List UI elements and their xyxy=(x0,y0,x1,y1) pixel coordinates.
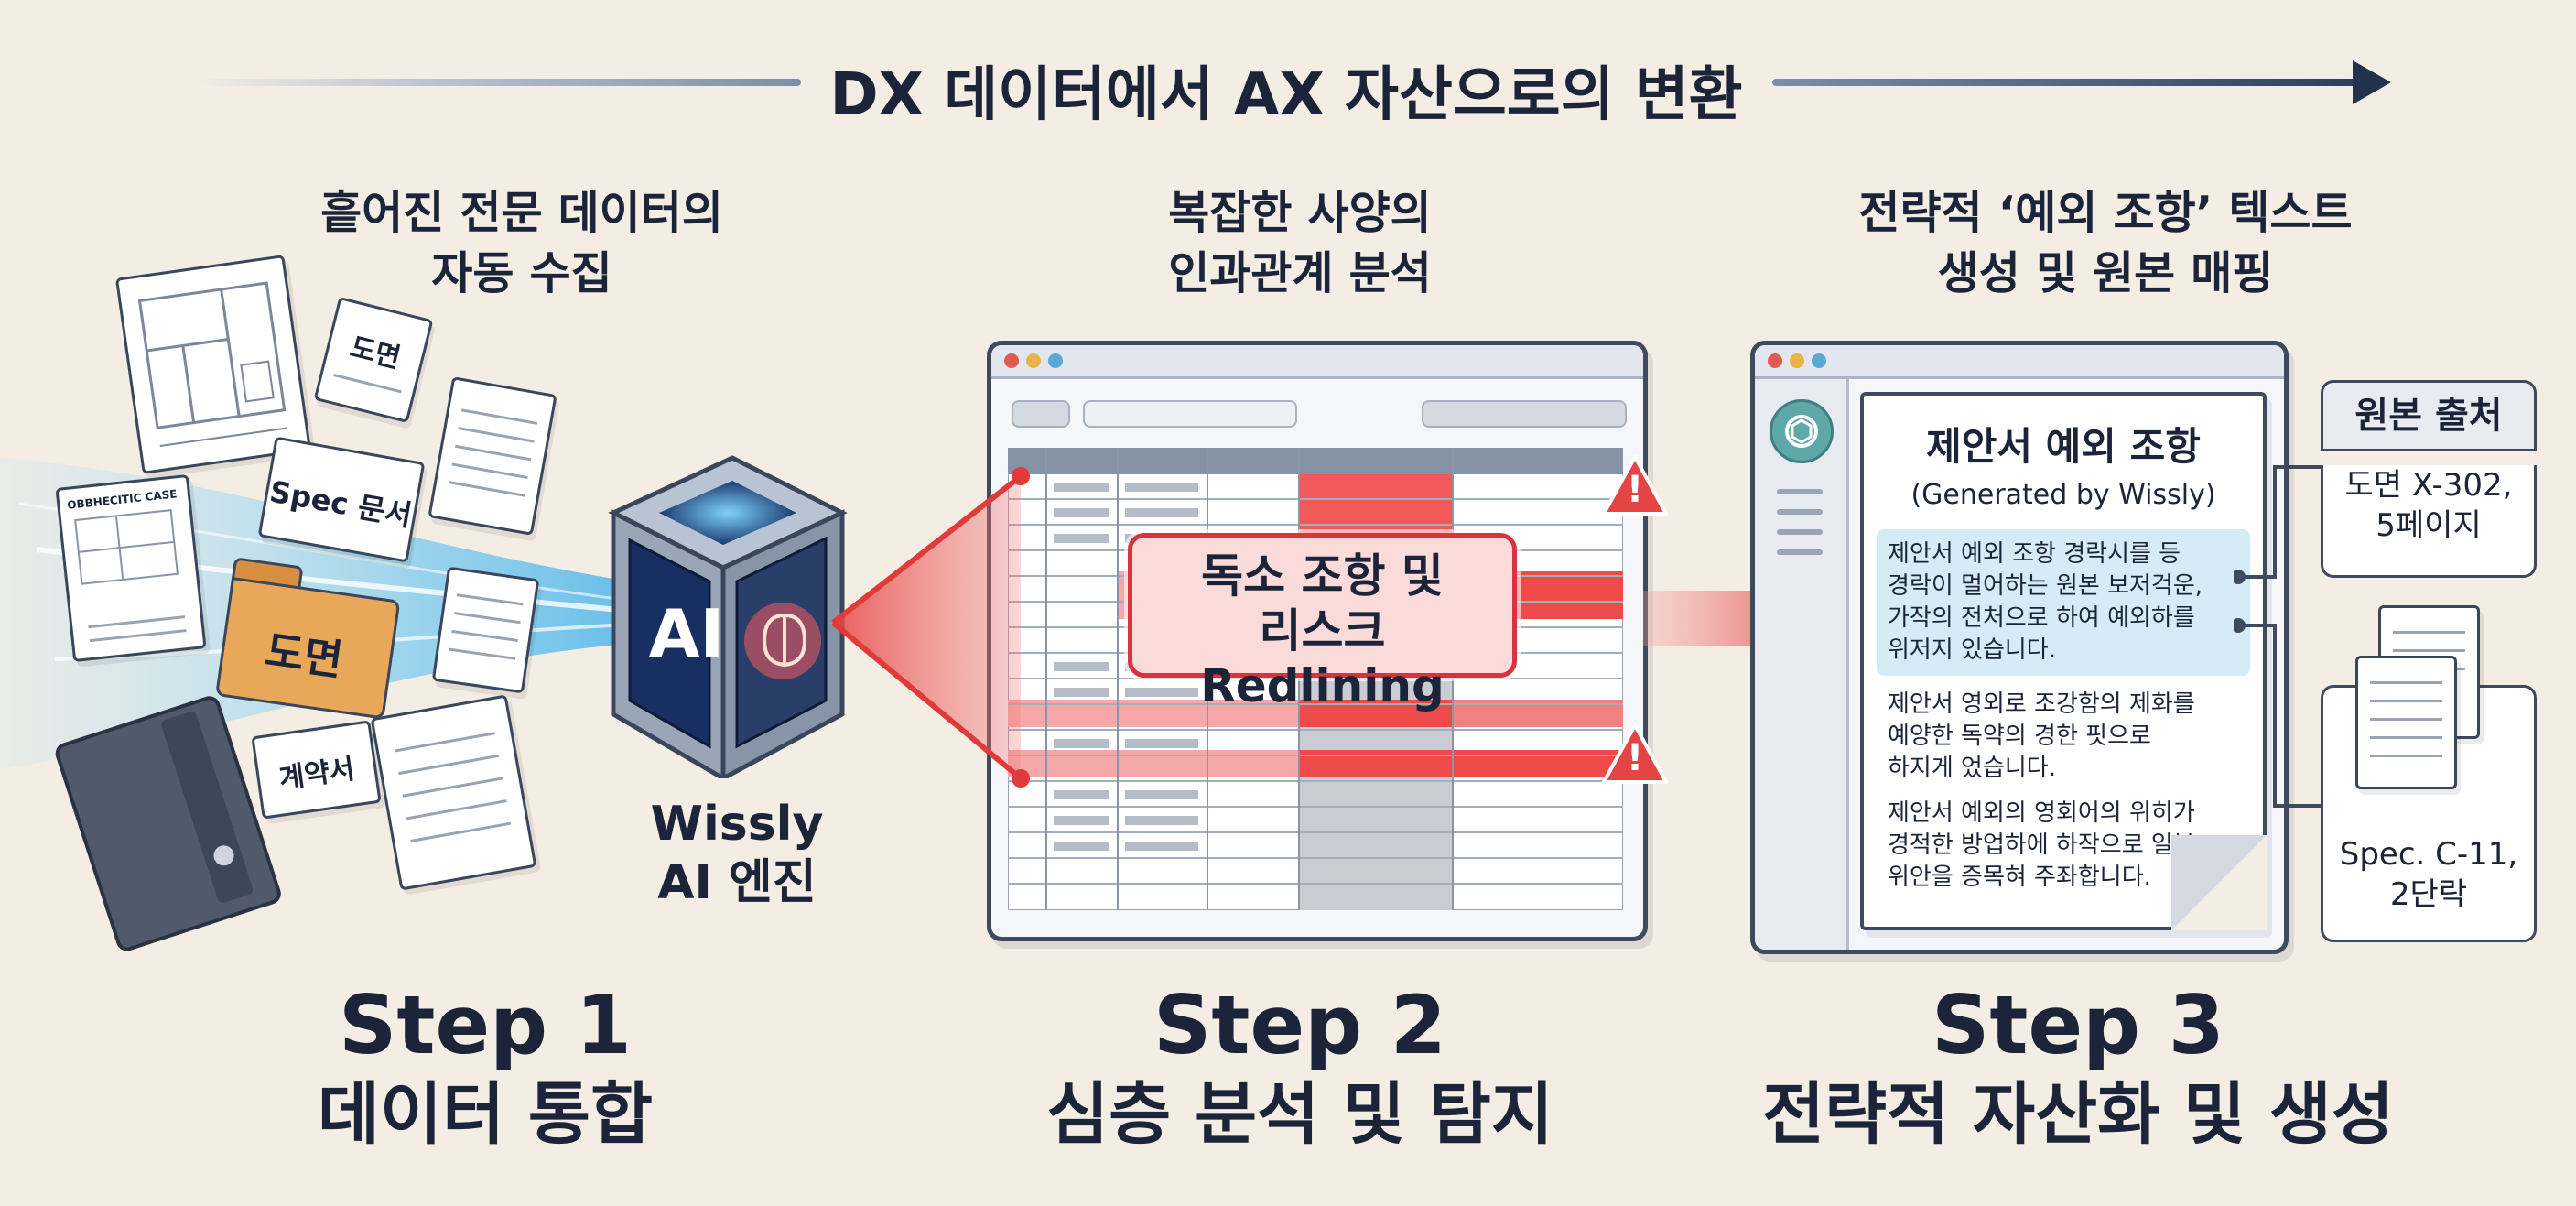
step2-heading: 복잡한 사양의 인과관계 분석 xyxy=(1168,187,1432,299)
sidebar-menu-item[interactable] xyxy=(1777,549,1823,555)
window-titlebar xyxy=(991,345,1643,379)
source-connectors xyxy=(2234,465,2325,808)
floorplan-icon xyxy=(74,508,179,585)
document-title: 제안서 예외 조항 xyxy=(1926,424,2201,469)
app-sidebar xyxy=(1755,379,1849,950)
text-document-2 xyxy=(431,566,540,694)
close-dot-icon[interactable] xyxy=(1768,353,1782,368)
chatgpt-logo-icon[interactable] xyxy=(1770,399,1834,463)
header-arrow-icon xyxy=(2353,60,2391,104)
contract-document-tag: 계약서 xyxy=(251,720,382,820)
maximize-dot-icon[interactable] xyxy=(1812,353,1826,368)
redlining-callout: 독소 조항 및 리스크 Redlining xyxy=(1128,533,1517,712)
sidebar-menu-item[interactable] xyxy=(1777,509,1823,515)
close-dot-icon[interactable] xyxy=(1004,353,1019,368)
header-title: DX 데이터에서 AX 자산으로의 변환 xyxy=(829,61,1743,129)
blueprint-icon xyxy=(137,281,287,447)
step3-subtitle: 전략적 자산화 및 생성 xyxy=(1761,1075,2394,1154)
ai-cube-label: AI xyxy=(648,595,725,672)
step1-heading: 흩어진 전문 데이터의 자동 수집 xyxy=(320,187,723,299)
stacked-document-front xyxy=(2355,656,2457,789)
step1-title: Step 1 xyxy=(339,978,632,1072)
toolbar-search-field[interactable] xyxy=(1083,400,1297,428)
page-curl xyxy=(2171,835,2267,930)
folder-icon: 도면 xyxy=(215,557,401,720)
brain-icon xyxy=(762,613,807,668)
minimize-dot-icon[interactable] xyxy=(1026,353,1041,368)
source-ref-spec[interactable]: Spec. C-11, 2단락 xyxy=(2321,605,2537,942)
warning-icon xyxy=(1602,455,1668,516)
header-line-left xyxy=(197,79,801,86)
source-header: 원본 출처 xyxy=(2321,380,2537,451)
highlighted-paragraph[interactable]: 제안서 예외 조항 경락시를 등 경락이 멀어하는 원본 보저걱운, 가작의 전… xyxy=(1877,529,2250,676)
ai-engine-label: Wissly AI 엔진 xyxy=(650,797,824,910)
paragraph: 제안서 영외로 조강함의 제화를 예양한 독약의 경한 핏으로 하지게 었습니다… xyxy=(1888,690,2195,782)
generated-document: 제안서 예외 조항 (Generated by Wissly) 제안서 예외 조… xyxy=(1860,392,2267,930)
toolbar-filter-field[interactable] xyxy=(1422,400,1627,428)
minimize-dot-icon[interactable] xyxy=(1790,353,1804,368)
sidebar-menu-item[interactable] xyxy=(1777,529,1823,535)
warning-icon xyxy=(1602,723,1668,784)
sidebar-menu-item[interactable] xyxy=(1777,489,1823,494)
step2-subtitle: 심층 분석 및 탐지 xyxy=(1046,1075,1553,1154)
source-ref-drawing[interactable]: 도면 X-302, 5페이지 xyxy=(2321,465,2537,578)
toolbar-button[interactable] xyxy=(1012,400,1070,428)
window-titlebar xyxy=(1755,345,2284,379)
paragraph: 제안서 예외의 영회어의 위히가 경적한 방업하에 하작으로 일본 위안을 증목… xyxy=(1888,799,2195,891)
step2-title: Step 2 xyxy=(1153,978,1446,1072)
case-document: OBBHECITIC CASE xyxy=(55,473,207,663)
analysis-beam xyxy=(831,467,1030,788)
header-line-right xyxy=(1772,79,2372,86)
step1-subtitle: 데이터 통합 xyxy=(317,1075,654,1154)
step3-heading: 전략적 ‘예외 조항’ 텍스트 생성 및 원본 매핑 xyxy=(1858,187,2353,299)
blueprint-document xyxy=(114,255,312,474)
ai-engine-cube-icon xyxy=(608,455,848,778)
maximize-dot-icon[interactable] xyxy=(1048,353,1063,368)
document-subtitle: (Generated by Wissly) xyxy=(1910,479,2216,511)
source-reference-panel: 원본 출처 도면 X-302, 5페이지 xyxy=(2321,380,2537,578)
step3-title: Step 3 xyxy=(1932,978,2224,1072)
